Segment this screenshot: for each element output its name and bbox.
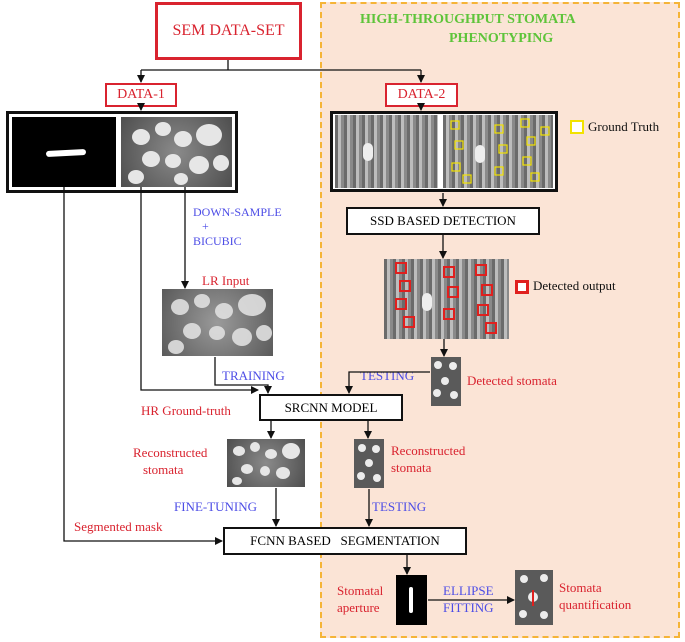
detected-output-legend: Detected output: [533, 278, 616, 293]
detected-output-marker: [515, 280, 529, 294]
ssd-detection-box: SSD BASED DETECTION: [346, 207, 540, 235]
hr-ground-truth-label: HR Ground-truth: [141, 403, 231, 418]
fcnn-segmentation-label: FCNN BASED SEGMENTATION: [250, 533, 440, 548]
stomatal-aperture-line1: Stomatal: [337, 583, 384, 598]
fine-tuning-label: FINE-TUNING: [174, 499, 258, 514]
stomatal-aperture-image: [396, 575, 427, 625]
reconstructed-right-line2: stomata: [391, 460, 432, 475]
stomata-quant-line1: Stomata: [559, 580, 602, 595]
fcnn-segmentation-box: FCNN BASED SEGMENTATION: [223, 527, 467, 555]
panel-title-line2: PHENOTYPING: [449, 31, 554, 46]
lr-input-image: [162, 289, 273, 356]
sem-surface-image: [335, 115, 438, 188]
ellipse-fitting-line1: ELLIPSE: [443, 583, 494, 598]
srcnn-model-label: SRCNN MODEL: [284, 399, 378, 415]
reconstructed-right-image: [354, 439, 384, 488]
quantification-image: [515, 570, 553, 625]
segmented-mask-label: Segmented mask: [74, 519, 163, 534]
reconstructed-left-image: [227, 439, 305, 487]
sem-dataset-box: SEM DATA-SET: [155, 2, 302, 60]
ssd-detection-label: SSD BASED DETECTION: [370, 213, 516, 228]
detected-output-image: [384, 259, 509, 339]
mask-image: [12, 117, 116, 187]
detected-stomata-label: Detected stomata: [467, 373, 557, 388]
reconstructed-left-line2: stomata: [143, 462, 184, 477]
srcnn-model-box: SRCNN MODEL: [259, 394, 403, 421]
reconstructed-left-line1: Reconstructed: [133, 445, 208, 460]
stomata-quant-line2: quantification: [559, 597, 632, 612]
ellipse-fitting-line2: FITTING: [443, 600, 494, 615]
hr-sem-image: [121, 117, 232, 187]
ground-truth-legend: Ground Truth: [588, 119, 660, 134]
stomatal-aperture-line2: aperture: [337, 600, 380, 615]
data1-label: DATA-1: [117, 87, 165, 102]
sem-dataset-title: SEM DATA-SET: [172, 22, 285, 39]
panel-title-line1: HIGH-THROUGHPUT STOMATA: [360, 12, 576, 27]
detected-stomata-image: [431, 357, 461, 406]
training-label: TRAINING: [222, 368, 285, 383]
ground-truth-image: [443, 115, 553, 188]
testing-label-2: TESTING: [372, 499, 427, 514]
downsample-label-line1: DOWN-SAMPLE: [193, 205, 282, 219]
data2-label: DATA-2: [397, 87, 446, 102]
downsample-label-line2: +: [202, 219, 209, 233]
reconstructed-right-line1: Reconstructed: [391, 443, 466, 458]
downsample-label-line3: BICUBIC: [193, 234, 242, 248]
lr-input-label: LR Input: [202, 273, 250, 288]
ground-truth-marker: [570, 120, 584, 134]
